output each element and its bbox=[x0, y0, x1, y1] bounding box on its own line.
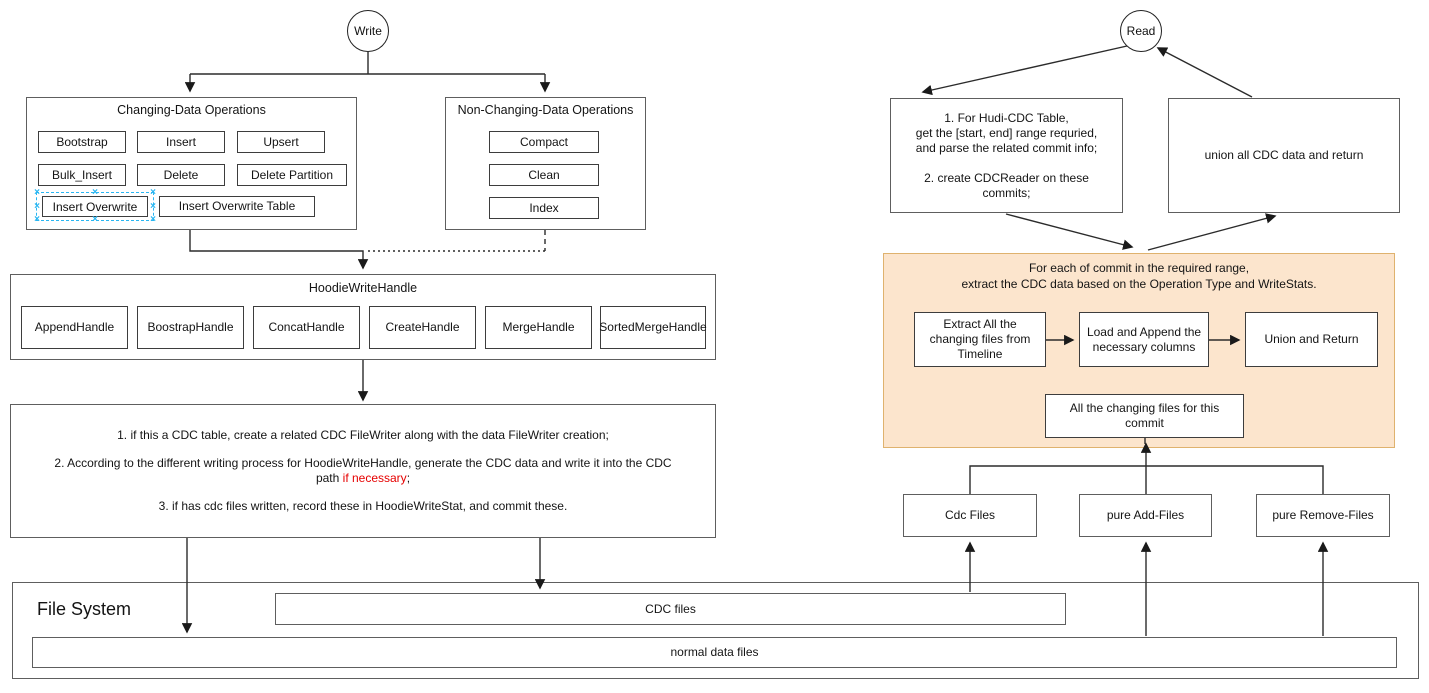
op-delete[interactable]: Delete bbox=[137, 164, 225, 186]
cdc-step-2-prefix: path bbox=[315, 471, 343, 485]
op-bootstrap[interactable]: Bootstrap bbox=[38, 131, 126, 153]
wire-write-split bbox=[190, 52, 545, 75]
wire-commit-range-to-union bbox=[1147, 213, 1277, 251]
read-start-label: Read bbox=[1126, 24, 1156, 38]
cdc-files-bar[interactable]: CDC files bbox=[275, 593, 1066, 625]
read-range-info-box[interactable]: 1. For Hudi-CDC Table, get the [start, e… bbox=[890, 98, 1123, 213]
commit-range-title: For each of commit in the required range… bbox=[883, 260, 1395, 292]
cdc-files-group-label: Cdc Files bbox=[944, 508, 995, 522]
op-bulk-insert-label: Bulk_Insert bbox=[51, 167, 113, 182]
op-insert-label: Insert bbox=[165, 134, 196, 149]
file-system-title: File System bbox=[37, 599, 132, 619]
selection-handle-nw[interactable]: × bbox=[34, 187, 40, 198]
wire-info-to-commit-range bbox=[1005, 213, 1134, 250]
cdc-step-3: 3. if has cdc files written, record thes… bbox=[158, 499, 568, 513]
handle-create[interactable]: CreateHandle bbox=[369, 306, 476, 349]
op-compact[interactable]: Compact bbox=[489, 131, 599, 153]
changing-files-commit-label: All the changing files for this commit bbox=[1069, 401, 1220, 430]
cdc-step-2-text: 2. According to the different writing pr… bbox=[54, 456, 672, 470]
handle-append-label: AppendHandle bbox=[34, 320, 115, 334]
read-info-line-5: commits; bbox=[982, 185, 1031, 200]
changing-data-operations-title: Changing-Data Operations bbox=[117, 103, 266, 117]
union-and-return-box[interactable]: Union and Return bbox=[1245, 312, 1378, 367]
selection-handle-n[interactable]: × bbox=[92, 187, 98, 198]
read-info-line-4: 2. create CDCReader on these bbox=[924, 170, 1089, 185]
cdc-step-1: 1. if this a CDC table, create a related… bbox=[117, 428, 609, 442]
read-info-line-1: 1. For Hudi-CDC Table, bbox=[944, 110, 1069, 125]
op-clean-label: Clean bbox=[528, 167, 560, 182]
op-insert-overwrite-label: Insert Overwrite bbox=[52, 199, 138, 214]
selection-handle-e[interactable]: × bbox=[150, 200, 156, 212]
wire-read-to-info bbox=[921, 45, 1128, 96]
extract-changing-files-label: Extract All the changing files from Time… bbox=[929, 317, 1031, 361]
selection-handle-s[interactable]: × bbox=[92, 214, 98, 225]
selection-handle-w[interactable]: × bbox=[34, 200, 40, 212]
handle-boostrap-label: BoostrapHandle bbox=[147, 320, 234, 334]
wire-union-to-read bbox=[1156, 47, 1253, 98]
read-start-node[interactable]: Read bbox=[1120, 10, 1162, 52]
op-clean[interactable]: Clean bbox=[489, 164, 599, 186]
handle-sorted-merge[interactable]: SortedMergeHandle bbox=[599, 306, 707, 349]
commit-range-title-line2: extract the CDC data based on the Operat… bbox=[961, 277, 1317, 292]
op-bulk-insert[interactable]: Bulk_Insert bbox=[38, 164, 126, 186]
pure-remove-files-label: pure Remove-Files bbox=[1272, 508, 1374, 522]
pure-remove-files-box[interactable]: pure Remove-Files bbox=[1256, 494, 1390, 537]
op-delete-partition-label: Delete Partition bbox=[250, 167, 334, 182]
normal-data-files-bar-label: normal data files bbox=[670, 645, 759, 659]
cdc-step-2: 2. According to the different writing pr… bbox=[41, 456, 685, 486]
load-append-columns-box[interactable]: Load and Append the necessary columns bbox=[1079, 312, 1209, 367]
read-info-line-2: get the [start, end] range requried, bbox=[915, 125, 1098, 140]
changing-files-commit-box[interactable]: All the changing files for this commit bbox=[1045, 394, 1244, 438]
read-info-line-3: and parse the related commit info; bbox=[915, 140, 1098, 155]
union-all-cdc-box[interactable]: union all CDC data and return bbox=[1168, 98, 1400, 213]
commit-range-title-line1: For each of commit in the required range… bbox=[1028, 261, 1250, 275]
op-insert-overwrite-table-label: Insert Overwrite Table bbox=[178, 199, 296, 213]
cdc-files-bar-label: CDC files bbox=[645, 601, 696, 616]
op-upsert-label: Upsert bbox=[263, 134, 299, 149]
selection-handle-sw[interactable]: × bbox=[34, 214, 40, 225]
normal-data-files-bar[interactable]: normal data files bbox=[32, 637, 1397, 668]
pure-add-files-box[interactable]: pure Add-Files bbox=[1079, 494, 1212, 537]
cdc-step-2-suffix: ; bbox=[406, 471, 411, 485]
load-append-columns-label: Load and Append the necessary columns bbox=[1086, 324, 1202, 354]
selection-handle-se[interactable]: × bbox=[150, 214, 156, 225]
handle-concat-label: ConcatHandle bbox=[268, 320, 345, 334]
op-insert-overwrite[interactable]: Insert Overwrite bbox=[42, 196, 148, 217]
op-delete-label: Delete bbox=[163, 167, 199, 182]
cdc-files-group-box[interactable]: Cdc Files bbox=[903, 494, 1037, 537]
union-all-cdc-label: union all CDC data and return bbox=[1204, 148, 1364, 162]
union-and-return-label: Union and Return bbox=[1264, 332, 1359, 346]
selection-handle-ne[interactable]: × bbox=[150, 187, 156, 198]
wire-changing-to-writehandle bbox=[189, 230, 369, 270]
handle-append[interactable]: AppendHandle bbox=[21, 306, 128, 349]
cdc-write-steps-box[interactable]: 1. if this a CDC table, create a related… bbox=[10, 404, 716, 538]
handle-sorted-merge-label: SortedMergeHandle bbox=[599, 320, 707, 334]
op-index-label: Index bbox=[529, 200, 559, 215]
op-insert-overwrite-table[interactable]: Insert Overwrite Table bbox=[159, 196, 315, 217]
handle-concat[interactable]: ConcatHandle bbox=[253, 306, 360, 349]
non-changing-data-operations-title: Non-Changing-Data Operations bbox=[457, 103, 634, 117]
op-upsert[interactable]: Upsert bbox=[237, 131, 325, 153]
op-insert-overwrite-selection[interactable]: Insert Overwrite × × × × × × × × bbox=[34, 188, 156, 225]
op-index[interactable]: Index bbox=[489, 197, 599, 219]
handle-merge[interactable]: MergeHandle bbox=[485, 306, 592, 349]
cdc-step-2-highlight: if necessary bbox=[342, 471, 407, 485]
handle-boostrap[interactable]: BoostrapHandle bbox=[137, 306, 244, 349]
op-insert[interactable]: Insert bbox=[137, 131, 225, 153]
pure-add-files-label: pure Add-Files bbox=[1106, 508, 1185, 522]
wire-file-groups-bus bbox=[969, 465, 1324, 494]
write-start-node[interactable]: Write bbox=[347, 10, 389, 52]
op-delete-partition[interactable]: Delete Partition bbox=[237, 164, 347, 186]
write-start-label: Write bbox=[354, 24, 382, 38]
hoodie-write-handle-title: HoodieWriteHandle bbox=[308, 281, 418, 295]
handle-merge-label: MergeHandle bbox=[502, 320, 575, 334]
handle-create-label: CreateHandle bbox=[385, 320, 460, 334]
extract-changing-files-box[interactable]: Extract All the changing files from Time… bbox=[914, 312, 1046, 367]
op-bootstrap-label: Bootstrap bbox=[56, 134, 108, 149]
op-compact-label: Compact bbox=[519, 134, 569, 149]
